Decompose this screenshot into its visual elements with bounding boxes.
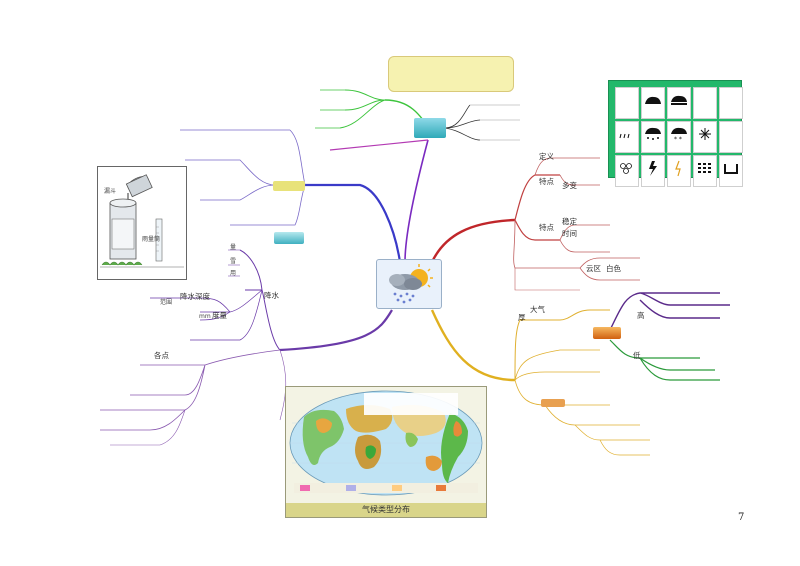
label-variable: 多变 (562, 181, 577, 190)
light-rain-icon (615, 121, 639, 153)
gauge-funnel-label: 漏斗 (104, 188, 117, 195)
label-precip-amount: 量 (230, 244, 237, 251)
label-precip-use: 用 (230, 270, 237, 277)
label-thick: 厚 (518, 313, 526, 322)
snow-cloud-icon: * * (667, 121, 691, 153)
thunderstorm-icon (641, 155, 665, 187)
map-overlay-panel (364, 393, 458, 415)
upper-image-node (414, 118, 446, 138)
label-low: 低 (633, 351, 641, 360)
climate-map: 气候类型分布 (285, 386, 487, 518)
label-stable: 稳定 (562, 217, 577, 226)
page-number: 7 (738, 512, 745, 523)
label-features-top: 特点 (539, 177, 554, 186)
weather-symbols-panel: * * (608, 80, 743, 187)
label-precipitation: 降水 (264, 291, 279, 300)
sleet-grid-icon (693, 155, 717, 187)
map-caption: 气候类型分布 (286, 503, 486, 517)
sun-cloud-rain-icon (389, 264, 433, 304)
label-definition: 定义 (539, 152, 554, 161)
overcast-icon (667, 87, 691, 119)
right-small-orange-node (541, 399, 565, 407)
rain-gauge-illustration: 漏斗 雨量筒 (97, 166, 187, 280)
label-high: 高 (637, 311, 645, 320)
label-scope: 范围 (160, 299, 173, 306)
snowflake-icon (693, 121, 717, 153)
label-measurement: 度量 (212, 311, 227, 320)
gauge-cylinder-label: 雨量筒 (142, 236, 161, 243)
label-mm: mm (199, 313, 211, 320)
right-orange-node (593, 327, 621, 339)
left-yellow-node (273, 181, 305, 191)
svg-text:* *: * * (674, 136, 682, 143)
sun-icon (615, 87, 639, 119)
label-features-bottom: 特点 (539, 223, 554, 232)
world-map-graphic (289, 390, 483, 496)
label-white: 白色 (606, 264, 621, 273)
summary-box (388, 56, 514, 92)
partly-cloudy-icon (641, 87, 665, 119)
left-image-node (274, 232, 304, 244)
label-time: 时间 (562, 229, 577, 238)
label-all-points: 各点 (154, 351, 169, 360)
fog-icon (719, 121, 743, 153)
label-atmosphere: 大气 (530, 305, 545, 314)
lightning-icon (667, 155, 691, 187)
label-precip-depth: 降水深度 (180, 292, 210, 301)
blank-symbol-icon (719, 87, 743, 119)
label-region: 云区 (586, 264, 601, 273)
bracket-icon (719, 155, 743, 187)
rain-cloud-icon (641, 121, 665, 153)
central-node (376, 259, 442, 309)
hail-icon (615, 155, 639, 187)
label-precip-snow: 雪 (230, 258, 237, 265)
cloud-icon (693, 87, 717, 119)
